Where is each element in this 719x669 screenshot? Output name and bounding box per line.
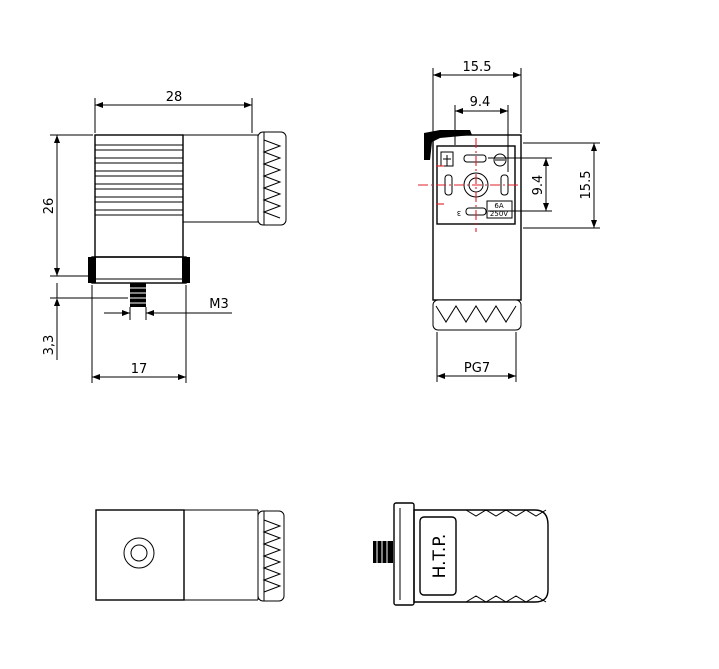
- dim-side-width: 15.5: [432, 60, 522, 133]
- front-ribs: [95, 144, 183, 216]
- brand-view-screw: [373, 541, 393, 563]
- dim-side-height: 15.5: [523, 142, 600, 229]
- side-centerlines: [418, 138, 520, 232]
- top-view-hole: [123, 537, 155, 569]
- front-base: [88, 256, 190, 284]
- side-gland: [432, 299, 522, 331]
- top-view-gland: [257, 510, 285, 602]
- dim-front-base-gap: 3,3: [42, 283, 128, 360]
- dim-side-pin-h-label: 9.4: [470, 95, 491, 110]
- dim-side-height-label: 15.5: [579, 171, 594, 200]
- dim-front-base-width: 17: [91, 285, 187, 383]
- rating-voltage-label: 250V: [490, 210, 508, 218]
- front-body: [94, 134, 184, 258]
- dim-front-base-gap-label: 3,3: [42, 335, 57, 356]
- front-screw: [130, 283, 146, 307]
- brand-plate: [419, 516, 457, 596]
- dim-front-width-label: 28: [166, 90, 183, 105]
- brand-view-body: [413, 509, 549, 603]
- pin-top: [463, 154, 487, 163]
- dim-thread-label: M3: [209, 297, 229, 312]
- ground-pin-label: 3: [457, 209, 461, 217]
- dim-front-height-label: 26: [42, 198, 57, 215]
- brand-view-flange: [393, 502, 415, 606]
- earth-icon: [440, 151, 454, 167]
- front-view: 28 26 3,3 17: [42, 90, 287, 383]
- dim-side-pin-v-label: 9.4: [531, 175, 546, 196]
- dim-side-pin-v: 9.4: [488, 157, 552, 212]
- brand-text: H.T.P.: [430, 534, 450, 579]
- rating-current-label: 6A: [494, 202, 503, 210]
- dim-gland-label: PG7: [464, 361, 490, 376]
- dim-side-width-label: 15.5: [463, 60, 492, 75]
- brand-view: H.T.P.: [373, 502, 549, 606]
- top-view: [95, 509, 285, 602]
- ground-screw: [493, 153, 507, 167]
- side-view: 3 6A 250V 15.5 9.4: [418, 60, 600, 382]
- dim-front-width: 28: [94, 90, 253, 133]
- dim-front-height: 26: [42, 134, 93, 277]
- dim-side-pin-h: 9.4: [454, 95, 509, 172]
- dim-thread: M3: [104, 297, 232, 320]
- front-gland: [257, 131, 287, 226]
- dim-front-base-width-label: 17: [131, 362, 148, 377]
- side-bracket: [424, 130, 472, 160]
- dim-gland: PG7: [436, 332, 517, 382]
- top-view-base: [95, 509, 185, 601]
